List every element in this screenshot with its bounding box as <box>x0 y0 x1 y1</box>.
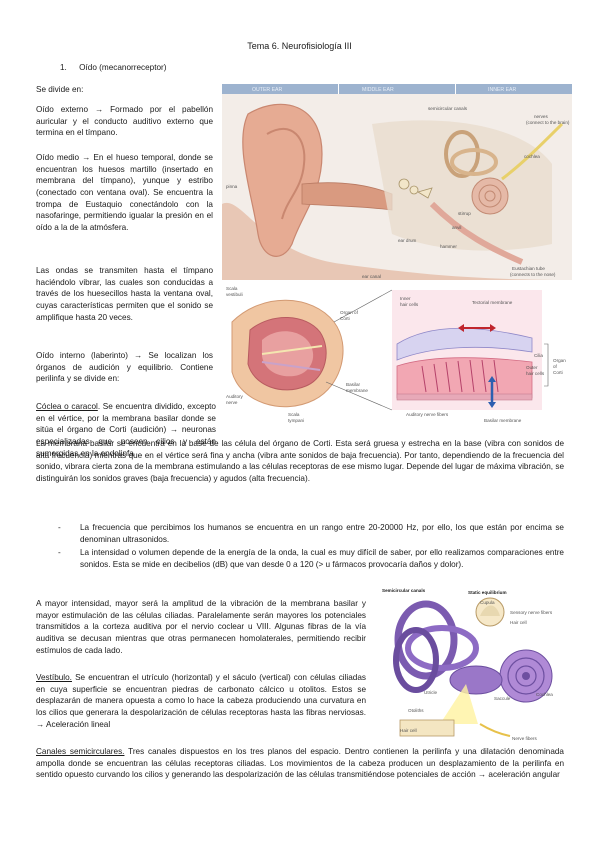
bullet-dash: - <box>58 523 61 532</box>
svg-text:Auditory nerve fibers: Auditory nerve fibers <box>406 412 449 417</box>
svg-text:Eustachian tube: Eustachian tube <box>512 266 545 271</box>
ear-anatomy-figure: OUTER EAR MIDDLE EAR INNER EAR semicircu… <box>222 84 572 280</box>
svg-text:ear canal: ear canal <box>362 274 381 279</box>
svg-text:tympani: tympani <box>288 418 304 423</box>
ondas-paragraph: Las ondas se transmiten hasta el tímpano… <box>36 266 213 322</box>
coclea-term: Cóclea o caracol <box>36 402 98 411</box>
svg-text:hair cells: hair cells <box>526 371 545 376</box>
coclea-paragraph: Cóclea o caracol. Se encuentra dividido,… <box>36 401 216 459</box>
section-title: Oído (mecanorreceptor) <box>79 63 167 72</box>
svg-text:Tectorial membrane: Tectorial membrane <box>472 300 513 305</box>
svg-text:Cilia: Cilia <box>534 353 543 358</box>
svg-text:Corti: Corti <box>553 370 563 375</box>
svg-text:Scala: Scala <box>226 286 238 291</box>
svg-text:Cupula: Cupula <box>480 600 495 605</box>
svg-text:pinna: pinna <box>226 184 238 189</box>
se-divide-text: Se divide en: <box>36 85 84 94</box>
svg-text:Hair cell: Hair cell <box>510 620 527 625</box>
svg-text:stirrup: stirrup <box>458 211 471 216</box>
svg-text:Inner: Inner <box>400 296 411 301</box>
canales-paragraph: Canales semicirculares. Tres canales dis… <box>36 746 564 781</box>
vestibular-system-figure: Semicircular canals Static equilibrium C… <box>380 584 568 746</box>
section-heading: 1. Oído (mecanorreceptor) <box>60 62 167 74</box>
vestibulo-text: Se encuentran el utrículo (horizontal) y… <box>36 673 366 729</box>
vestibular-system-illustration: Semicircular canals Static equilibrium C… <box>380 584 568 746</box>
svg-text:Auditory: Auditory <box>226 394 244 399</box>
svg-text:Organ of: Organ of <box>340 310 359 315</box>
svg-text:(connect to the brain): (connect to the brain) <box>526 120 570 125</box>
svg-text:cochlea: cochlea <box>524 154 540 159</box>
vestibulo-term: Vestíbulo. <box>36 673 72 682</box>
svg-text:membrane: membrane <box>346 388 368 393</box>
intensidad-paragraph: A mayor intensidad, mayor será la amplit… <box>36 599 366 655</box>
svg-text:Saccule: Saccule <box>494 696 511 701</box>
svg-text:hair cells: hair cells <box>400 302 419 307</box>
svg-text:Sensory nerve fibers: Sensory nerve fibers <box>510 610 553 615</box>
inner-ear-header: INNER EAR <box>488 87 517 93</box>
membrana-basilar-paragraph: La membrana basilar se encuentra en la b… <box>36 439 564 483</box>
bullet-dash: - <box>58 548 61 558</box>
organ-of-corti-illustration: Scala vestibuli Organ of Corti Auditory … <box>222 282 572 432</box>
svg-text:nerve: nerve <box>226 400 238 405</box>
page-title: Tema 6. Neurofisiología III <box>247 41 352 51</box>
canales-term: Canales semicirculares. <box>36 747 125 756</box>
svg-text:Utricle: Utricle <box>424 690 437 695</box>
ear-anatomy-illustration: OUTER EAR MIDDLE EAR INNER EAR semicircu… <box>222 84 572 280</box>
svg-text:Basilar: Basilar <box>346 382 361 387</box>
organ-of-corti-figure: Scala vestibuli Organ of Corti Auditory … <box>222 282 572 432</box>
svg-text:Cochlea: Cochlea <box>536 692 553 697</box>
outer-ear-header: OUTER EAR <box>252 87 283 93</box>
svg-text:anvil: anvil <box>452 225 461 230</box>
svg-text:(connects to the nose): (connects to the nose) <box>510 272 556 277</box>
oido-externo-paragraph: Oído externo → Formado por el pabellón a… <box>36 105 213 138</box>
svg-text:Static equilibrium: Static equilibrium <box>468 590 507 595</box>
svg-text:of: of <box>553 364 558 369</box>
oido-interno-paragraph: Oído interno (laberinto) → Se localizan … <box>36 351 213 384</box>
svg-text:nerves: nerves <box>534 114 548 119</box>
svg-text:Otoliths: Otoliths <box>408 708 424 713</box>
svg-text:Scala: Scala <box>288 412 300 417</box>
svg-text:Corti: Corti <box>340 316 350 321</box>
vestibulo-paragraph: Vestíbulo. Se encuentran el utrículo (ho… <box>36 672 366 730</box>
list-item: -La frecuencia que percibimos los humano… <box>58 523 564 544</box>
svg-text:semicircular canals: semicircular canals <box>428 106 468 111</box>
svg-text:Basilar membrane: Basilar membrane <box>484 418 522 423</box>
svg-text:ear drum: ear drum <box>398 238 417 243</box>
oido-medio-paragraph: Oído medio → En el hueso temporal, donde… <box>36 153 213 232</box>
svg-text:Semicircular canals: Semicircular canals <box>382 588 426 593</box>
list-item: -La intensidad o volumen depende de la e… <box>58 548 564 569</box>
canales-text: Tres canales dispuestos en los tres plan… <box>36 747 564 780</box>
svg-text:Outer: Outer <box>526 365 538 370</box>
svg-text:vestibuli: vestibuli <box>226 292 243 297</box>
bullet-list: -La frecuencia que percibimos los humano… <box>58 522 564 571</box>
svg-text:Nerve fibers: Nerve fibers <box>512 736 537 741</box>
coclea-text: . Se encuentra dividido, excepto en el v… <box>36 402 216 458</box>
section-number: 1. <box>60 63 67 72</box>
svg-text:Organ: Organ <box>553 358 566 363</box>
svg-text:hammer: hammer <box>440 244 457 249</box>
middle-ear-header: MIDDLE EAR <box>362 87 394 93</box>
svg-text:Hair cell: Hair cell <box>400 728 417 733</box>
